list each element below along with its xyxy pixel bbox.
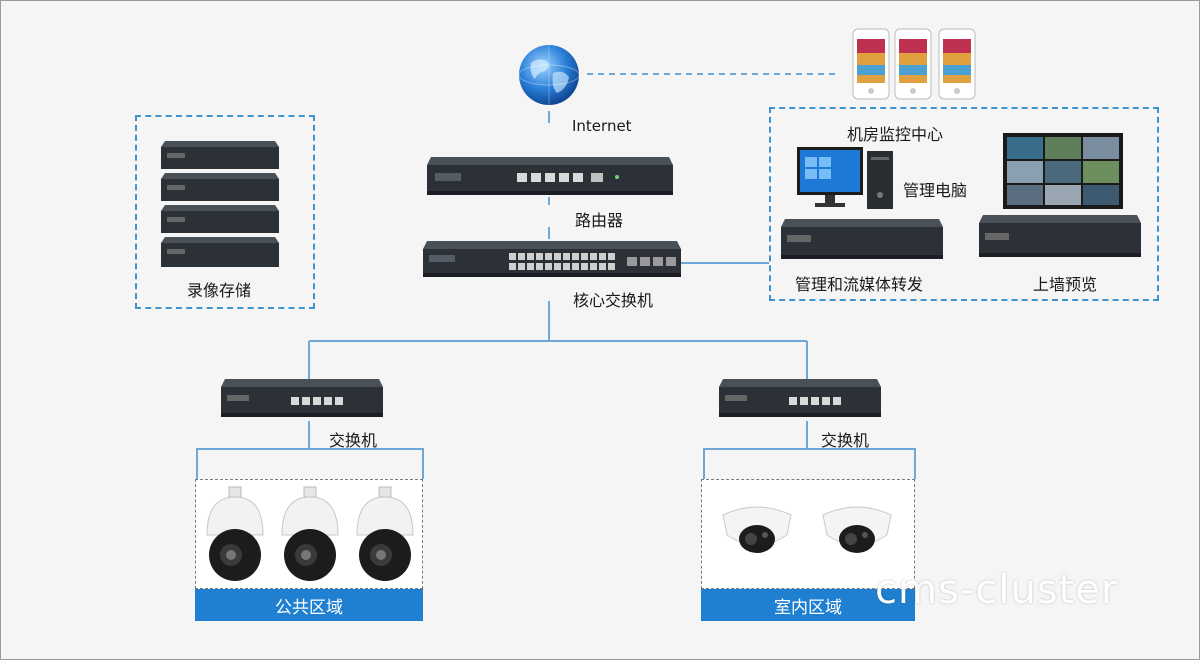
line-left-camera-bus (196, 448, 424, 479)
video-wall-label: 上墙预览 (1033, 275, 1098, 294)
watermark-text: cms-cluster (875, 567, 1119, 613)
monitor-center-label: 机房监控中心 (847, 125, 944, 144)
internet-label: Internet (572, 117, 632, 135)
video-wall-decoder-icon (979, 215, 1141, 257)
right-switch-label: 交换机 (821, 431, 870, 450)
left-switch-icon (221, 379, 383, 417)
media-forwarding-label: 管理和流媒体转发 (795, 275, 924, 294)
ptz-camera-3 (356, 486, 414, 581)
public-zone-banner: 公共区域 (195, 589, 423, 621)
right-switch-icon (719, 379, 881, 417)
dome-camera-2 (822, 506, 892, 553)
dome-camera-1 (722, 506, 792, 553)
ptz-cameras-icon (206, 486, 414, 581)
indoor-zone-banner: 室内区域 (701, 589, 915, 621)
globe-icon (518, 45, 580, 105)
line-right-camera-bus (703, 448, 916, 479)
management-pc-label: 管理电脑 (903, 181, 968, 200)
router-icon (427, 157, 673, 195)
ptz-camera-1 (206, 486, 264, 581)
core-switch-label: 核心交换机 (573, 291, 654, 310)
recording-storage-icon (161, 141, 279, 267)
video-wall-monitor-icon (1003, 133, 1123, 209)
mobile-phones-icon (852, 28, 976, 100)
router-label: 路由器 (575, 211, 624, 230)
media-forwarding-server-icon (781, 219, 943, 259)
monitor-center-group (769, 107, 1159, 301)
management-pc-icon (797, 147, 893, 209)
recording-storage-group (135, 115, 315, 309)
dome-cameras-icon (722, 506, 892, 553)
core-switch-icon (423, 241, 681, 277)
left-switch-label: 交换机 (329, 431, 378, 450)
recording-storage-label: 录像存储 (187, 281, 252, 300)
ptz-camera-2 (281, 486, 339, 581)
